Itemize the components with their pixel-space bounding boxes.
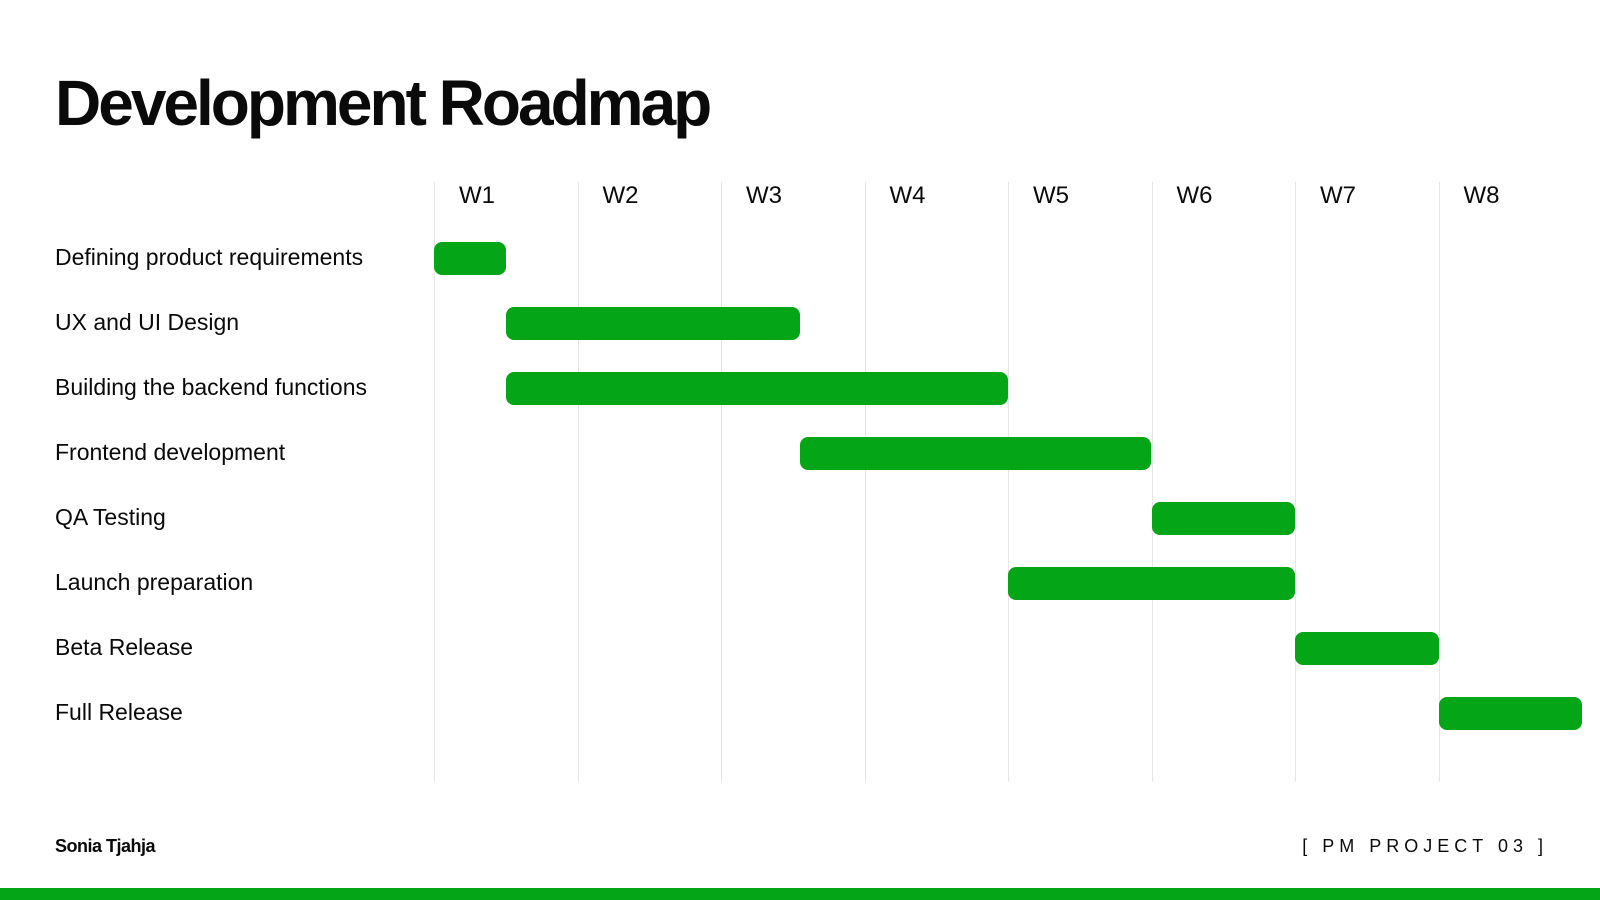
task-label: Frontend development <box>55 439 286 465</box>
week-gridline <box>434 182 435 782</box>
week-label: W2 <box>602 182 639 209</box>
week-label: W7 <box>1320 182 1356 209</box>
task-bar <box>1151 502 1295 535</box>
week-label: W1 <box>459 182 495 209</box>
slide-title: Development Roadmap <box>55 67 712 139</box>
task-label: Full Release <box>55 699 183 725</box>
week-gridline <box>1295 182 1296 782</box>
task-label: QA Testing <box>55 504 166 530</box>
week-gridline <box>864 182 866 782</box>
week-label: W4 <box>889 182 926 209</box>
week-label: W6 <box>1176 182 1213 209</box>
task-bar <box>1438 697 1582 730</box>
week-label: W3 <box>746 182 782 209</box>
project-tag: [ PM PROJECT 03 ] <box>1302 836 1548 856</box>
week-gridline <box>577 182 579 782</box>
task-label: Launch preparation <box>55 569 254 595</box>
task-bar <box>799 437 1152 470</box>
week-gridline <box>1008 182 1009 782</box>
task-bar <box>1295 632 1439 665</box>
task-bar <box>434 242 506 275</box>
author-name: Sonia Tjahja <box>55 836 156 856</box>
footer-accent-bar <box>0 888 1600 900</box>
task-label: Building the backend functions <box>55 374 367 400</box>
week-gridline <box>721 182 722 782</box>
week-gridline <box>1438 182 1440 782</box>
task-bar <box>505 372 1008 405</box>
task-label: UX and UI Design <box>55 309 240 335</box>
task-bar <box>505 307 800 340</box>
task-label: Defining product requirements <box>55 244 364 270</box>
week-label: W8 <box>1463 182 1500 209</box>
task-bar <box>1008 567 1295 600</box>
week-gridline <box>1151 182 1153 782</box>
task-label: Beta Release <box>55 634 194 660</box>
week-label: W5 <box>1033 182 1069 209</box>
